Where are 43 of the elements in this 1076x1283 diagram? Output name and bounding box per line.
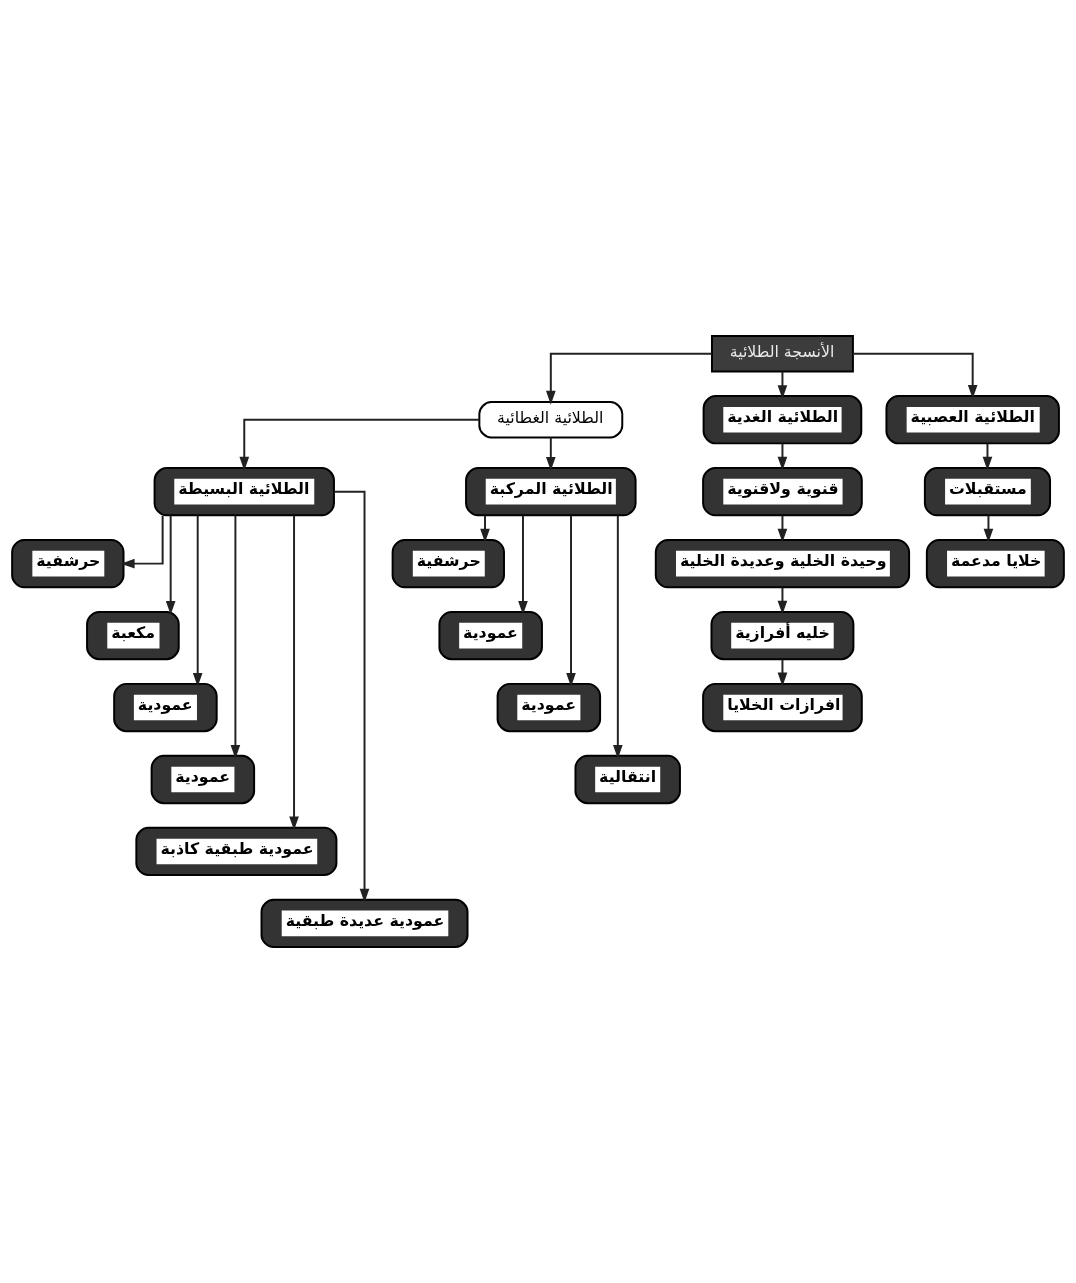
node-box: حرشفية	[11, 539, 125, 589]
node-box: افرازات الخلايا	[702, 682, 863, 733]
arrow	[239, 418, 481, 471]
arrow	[289, 514, 299, 831]
node-box: الطلائية المركبة	[465, 467, 637, 517]
arrow	[777, 586, 788, 615]
node-box: عمودية طبقية كاذبة	[135, 826, 338, 877]
node-box: خليه أفرازية	[710, 610, 855, 661]
node-box: عمودية	[113, 682, 218, 733]
arrow	[230, 514, 241, 759]
arrow	[777, 514, 788, 543]
node-box: وحيدة الخلية وعديدة الخلية	[654, 539, 911, 589]
arrow	[480, 514, 490, 543]
arrow	[545, 436, 556, 471]
arrow	[777, 658, 788, 687]
arrow	[192, 514, 203, 687]
node-box: الأنسجة الطلائية	[711, 334, 854, 373]
arrow	[120, 514, 164, 569]
node-box: انتقالية	[574, 754, 681, 805]
node-box: عمودية	[438, 610, 543, 661]
node-box: عمودية عديدة طبقية	[260, 898, 469, 949]
node-box: الطلائية البسيطة	[153, 467, 335, 517]
arrow	[333, 490, 370, 903]
arrow	[777, 370, 788, 399]
node-box: مستقبلات	[923, 467, 1052, 517]
node-box: قنوية ولاقنوية	[702, 467, 863, 517]
node-box: خلايا مدعمة	[925, 539, 1065, 589]
arrow	[613, 514, 623, 759]
node-box: مكعبة	[86, 610, 180, 661]
arrow	[852, 352, 978, 399]
arrow	[165, 514, 176, 615]
arrow	[545, 352, 713, 405]
node-box: حرشفية	[391, 539, 505, 589]
node-box: عمودية	[150, 754, 256, 805]
arrow	[518, 514, 528, 615]
node-box: الطلائية العصبية	[885, 395, 1060, 445]
node-box: عمودية	[496, 682, 602, 733]
node-box: الطلائية الغدية	[702, 395, 863, 445]
arrow	[982, 442, 993, 471]
arrow	[777, 442, 788, 471]
arrow	[566, 514, 576, 687]
node-box: الطلائية الغطائية	[478, 401, 624, 439]
arrow	[983, 514, 994, 543]
